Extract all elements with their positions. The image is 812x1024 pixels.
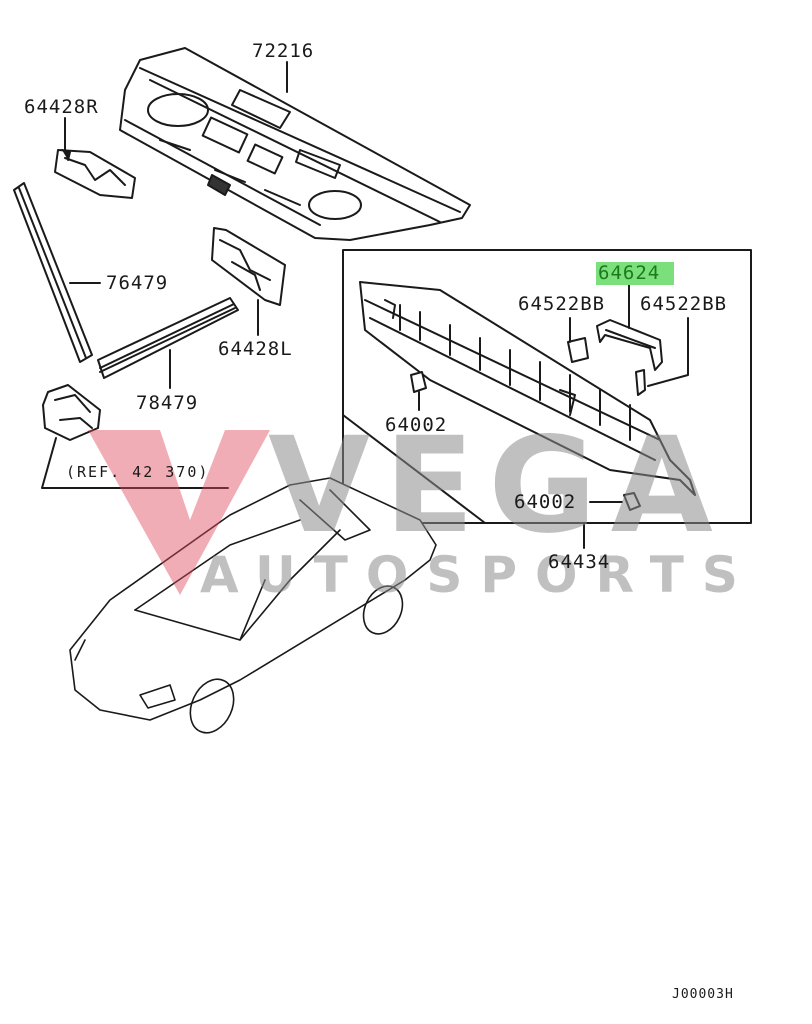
part-label-64624-highlighted[interactable]: 64624 [596,262,675,285]
rear-shelf-panel-72216 [119,47,471,241]
watermark-autosports: AUTOSPORTS [200,546,756,604]
leader-64522BB-right [647,317,689,387]
inset-connector [342,414,486,524]
weatherstrip-78479 [97,297,239,379]
part-label-64002-upper[interactable]: 64002 [385,414,448,436]
plug-64002-upper [410,371,427,393]
weatherstrip-76479 [13,182,93,363]
part-label-64434[interactable]: 64434 [548,551,611,573]
part-label-64428R[interactable]: 64428R [24,96,99,118]
clip-ref-42370 [42,384,101,441]
car-outline [69,477,437,734]
clip-64522BB-right [635,369,646,396]
rear-panel-64434 [359,281,696,496]
watermark-vega: VEGA [268,409,727,563]
reference-note: (REF. 42 370) [66,463,210,481]
diagram-code: J00003H [672,987,734,1002]
part-label-72216[interactable]: 72216 [252,40,315,62]
bracket-64428L [211,227,286,306]
part-label-64522BB-right[interactable]: 64522BB [640,293,728,315]
clip-64522BB-left [567,337,589,363]
part-label-64002-lower[interactable]: 64002 [514,491,577,513]
part-label-64428L[interactable]: 64428L [218,338,293,360]
inset-box [342,249,752,524]
part-label-64522BB-left[interactable]: 64522BB [518,293,606,315]
bracket-64624 [596,319,663,371]
plug-64002-lower [623,492,641,511]
leader-ref [41,437,229,489]
part-label-76479[interactable]: 76479 [106,272,169,294]
part-label-78479[interactable]: 78479 [136,392,199,414]
